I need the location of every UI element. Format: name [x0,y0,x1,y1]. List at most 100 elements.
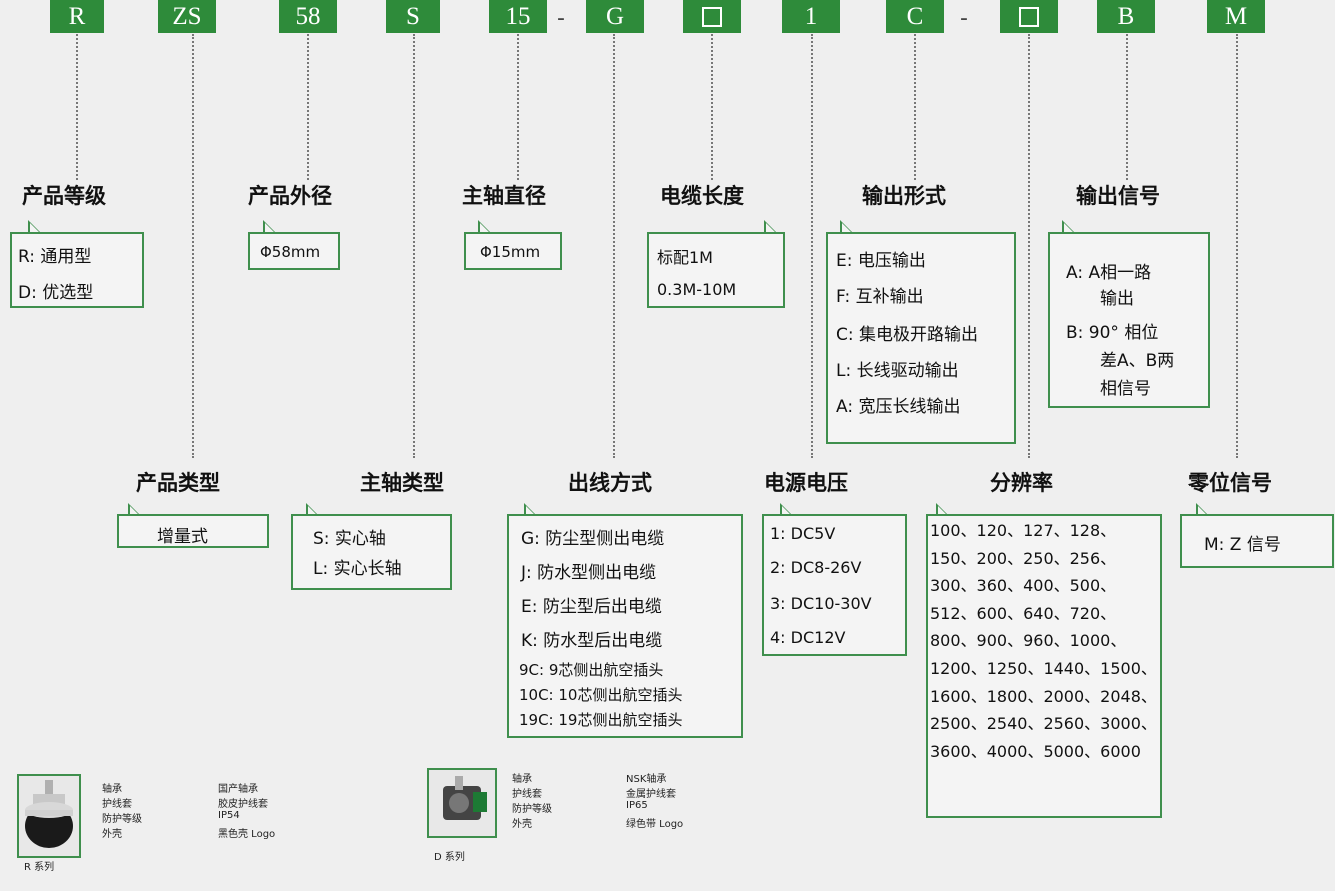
series-r-value: 胶皮护线套 [218,799,268,810]
leader-diameter [307,34,309,180]
box-output-signal: A: A相一路 输出 B: 90° 相位 差A、B两 相信号 [1048,232,1210,408]
leader-shaft-type [413,34,415,458]
series-r-label: 轴承 [102,784,122,795]
leader-cable-exit [613,34,615,458]
series-r-caption: R 系列 [24,862,55,873]
leader-zero-signal [1236,34,1238,458]
box-cable-length: 标配1M 0.3M-10M [647,232,785,308]
heading-shaft-type: 主轴类型 [360,471,444,495]
series-r-value: 黑色壳 Logo [218,829,276,840]
code-output-signal: B [1097,0,1155,33]
output-signal-item: 差A、B两 [1100,351,1175,371]
heading-outer-diameter: 产品外径 [248,184,332,208]
grade-item: R: 通用型 [18,247,92,267]
output-form-item: F: 互补输出 [836,287,924,307]
code-cable-length [683,0,741,33]
separator-2: - [960,6,968,31]
cable-exit-item: K: 防水型后出电缆 [521,631,663,651]
leader-output-signal [1126,34,1128,180]
heading-output-signal: 输出信号 [1076,184,1160,208]
grade-item: D: 优选型 [18,283,94,303]
outer-diameter-value: Φ58mm [260,243,321,261]
series-d-value: 绿色带 Logo [626,819,684,830]
series-d-label: 外壳 [512,819,532,830]
series-r-photo [17,774,81,858]
leader-type [192,34,194,458]
shaft-diameter-value: Φ15mm [480,243,541,261]
cable-exit-item: 19C: 19芯侧出航空插头 [519,711,683,729]
series-d-value: IP65 [626,800,648,811]
leader-grade [76,34,78,180]
heading-shaft-diameter: 主轴直径 [462,184,546,208]
heading-resolution: 分辨率 [990,471,1053,495]
output-signal-item: 相信号 [1100,379,1151,399]
code-shaft-type: S [386,0,440,33]
code-resolution [1000,0,1058,33]
separator-1: - [557,6,565,31]
series-d-label: 防护等级 [512,804,552,815]
heading-cable-length: 电缆长度 [660,184,744,208]
leader-cable-length [711,34,713,180]
leader-resolution [1028,34,1030,458]
product-type-value: 增量式 [157,527,208,547]
series-r-value: 国产轴承 [218,784,258,795]
series-r-value: IP54 [218,810,240,821]
shaft-type-item: S: 实心轴 [313,529,386,549]
code-cable-exit: G [586,0,644,33]
output-form-item: C: 集电极开路输出 [836,325,979,345]
box-product-grade: R: 通用型 D: 优选型 [10,232,144,308]
series-d-value: NSK轴承 [626,774,667,785]
series-d-value: 金属护线套 [626,789,676,800]
leader-voltage [811,34,813,458]
series-d-label: 轴承 [512,774,532,785]
output-form-item: L: 长线驱动输出 [836,361,959,381]
code-type: ZS [158,0,216,33]
heading-supply-voltage: 电源电压 [764,471,848,495]
series-d-photo [427,768,497,838]
box-product-type: 增量式 [117,514,269,548]
output-signal-item: 输出 [1100,289,1134,309]
series-d-label: 护线套 [512,789,542,800]
voltage-item: 1: DC5V [770,524,836,543]
output-signal-item: B: 90° 相位 [1066,323,1159,343]
output-signal-item: A: A相一路 [1066,263,1152,283]
output-form-item: E: 电压输出 [836,251,926,271]
box-zero-signal: M: Z 信号 [1180,514,1334,568]
cable-exit-item: 10C: 10芯侧出航空插头 [519,686,683,704]
voltage-item: 2: DC8-26V [770,558,862,577]
series-r-label: 防护等级 [102,814,142,825]
cable-length-item: 0.3M-10M [657,280,737,299]
encoder-r-icon [25,780,73,848]
shaft-type-item: L: 实心长轴 [313,559,402,579]
box-resolution: 100、120、127、128、150、200、250、256、300、360、… [926,514,1162,818]
series-r-label: 外壳 [102,829,122,840]
box-cable-exit: G: 防尘型侧出电缆 J: 防水型侧出电缆 E: 防尘型后出电缆 K: 防水型后… [507,514,743,738]
box-outer-diameter: Φ58mm [248,232,340,270]
code-voltage: 1 [782,0,840,33]
box-shaft-type: S: 实心轴 L: 实心长轴 [291,514,452,590]
output-form-item: A: 宽压长线输出 [836,397,961,417]
box-shaft-diameter: Φ15mm [464,232,562,270]
code-grade: R [50,0,104,33]
series-d-caption: D 系列 [434,852,465,863]
cable-exit-item: J: 防水型侧出电缆 [521,563,657,583]
leader-output-form [914,34,916,180]
series-r-label: 护线套 [102,799,132,810]
cable-exit-item: 9C: 9芯侧出航空插头 [519,661,664,679]
code-diameter: 58 [279,0,337,33]
code-shaft-diameter: 15 [489,0,547,33]
zero-signal-value: M: Z 信号 [1204,535,1281,555]
blank-square-icon [1019,6,1039,27]
leader-shaft-diameter [517,34,519,180]
heading-product-type: 产品类型 [136,471,220,495]
heading-product-grade: 产品等级 [22,184,106,208]
box-supply-voltage: 1: DC5V 2: DC8-26V 3: DC10-30V 4: DC12V [762,514,907,656]
encoder-d-icon [443,776,487,820]
cable-exit-item: G: 防尘型侧出电缆 [521,529,665,549]
box-output-form: E: 电压输出 F: 互补输出 C: 集电极开路输出 L: 长线驱动输出 A: … [826,232,1016,444]
code-output-form: C [886,0,944,33]
cable-exit-item: E: 防尘型后出电缆 [521,597,662,617]
code-zero-signal: M [1207,0,1265,33]
heading-output-form: 输出形式 [862,184,946,208]
cable-length-item: 标配1M [657,248,713,267]
